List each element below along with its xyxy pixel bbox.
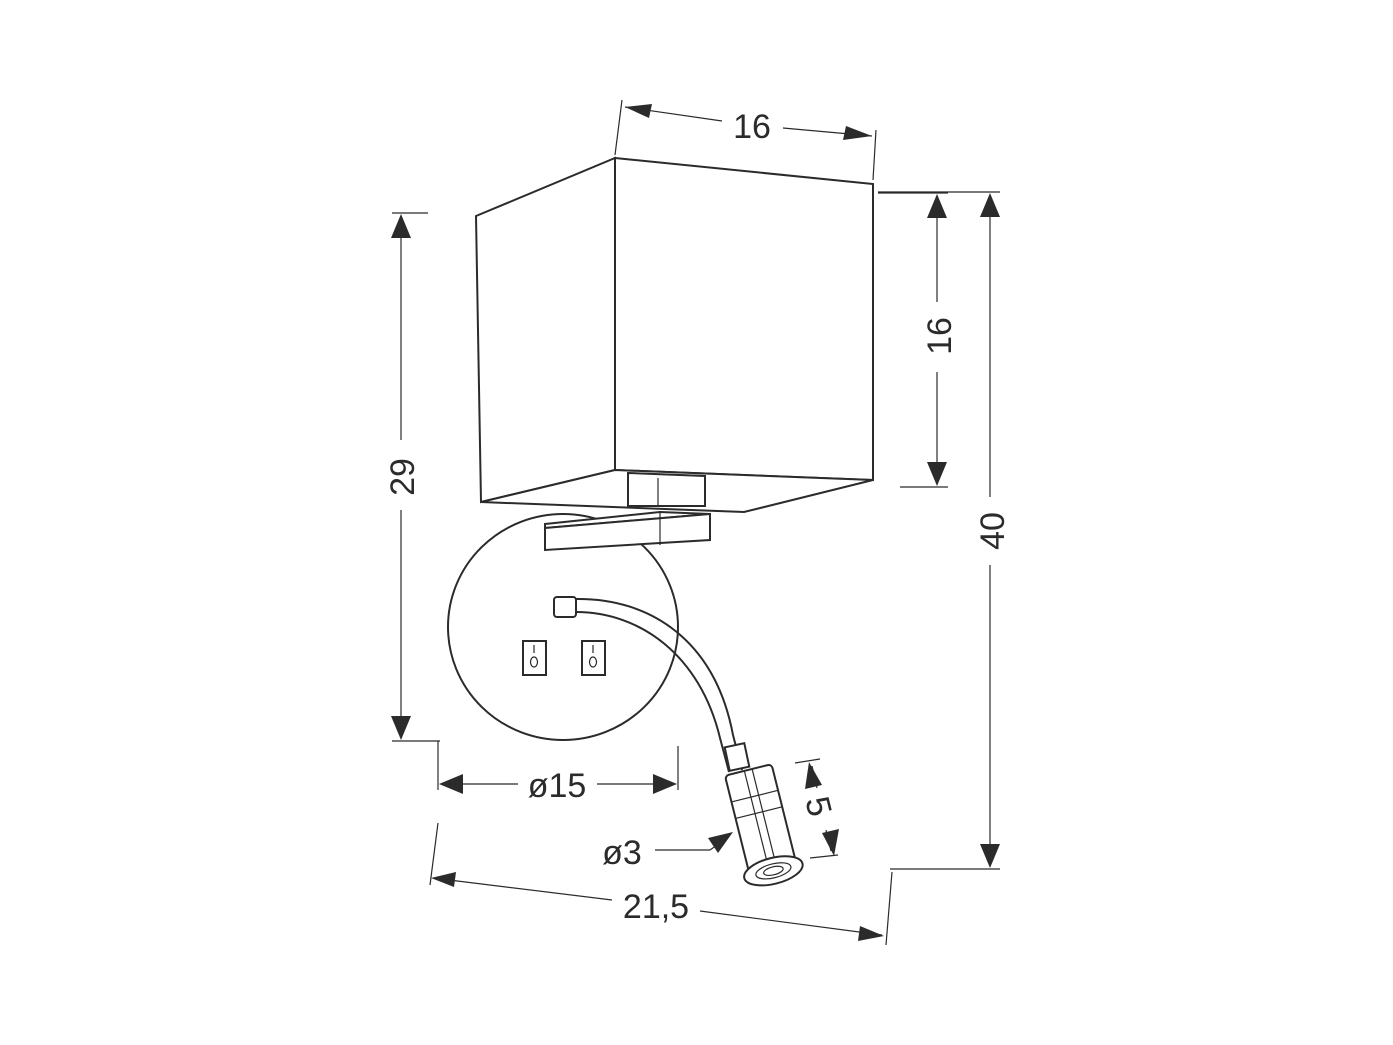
dim-total-depth: 21,5	[429, 822, 893, 946]
gooseneck-arm	[553, 596, 751, 773]
lamp-shade	[474, 156, 874, 514]
label-mount-height: 29	[384, 458, 422, 496]
label-shade-height: 16	[921, 317, 959, 355]
label-total-depth: 21,5	[623, 888, 689, 926]
switch-right	[581, 640, 606, 676]
label-total-height: 40	[974, 512, 1012, 550]
dim-shade-height: 16	[878, 192, 959, 488]
dim-mount-height: 29	[384, 212, 440, 742]
label-reading-head-length: 5	[797, 793, 838, 821]
reading-lamp-head	[724, 763, 804, 887]
dim-total-height: 40	[878, 191, 1012, 870]
dim-reading-head-length: 5	[794, 758, 839, 859]
dim-backplate-diameter: ø15	[437, 741, 679, 805]
switch-left	[522, 640, 547, 676]
arm-bracket	[544, 510, 711, 552]
label-backplate-diameter: ø15	[528, 767, 587, 805]
label-shade-width: 16	[733, 108, 771, 146]
backplate	[447, 513, 679, 741]
dim-shade-width: 16	[614, 99, 877, 181]
label-reading-head-diameter: ø3	[602, 834, 642, 872]
lamp-holder	[627, 471, 706, 507]
dim-reading-head-diameter: ø3	[602, 832, 733, 872]
